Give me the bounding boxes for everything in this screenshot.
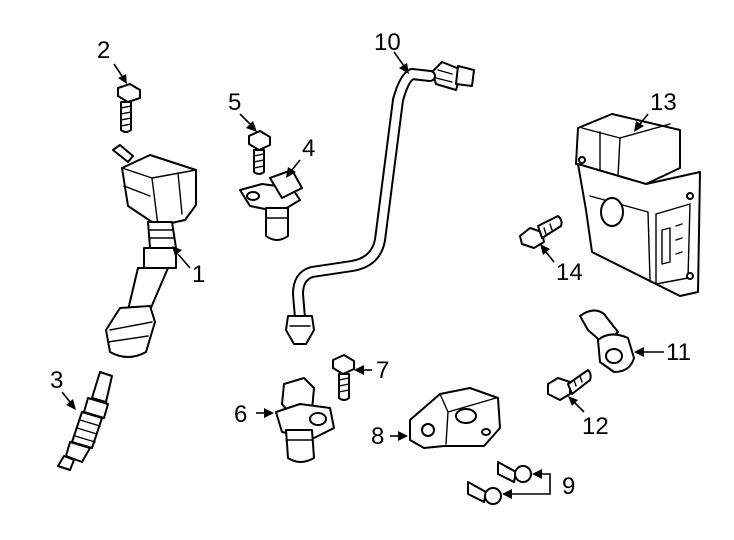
part-7-bolt [332, 354, 355, 401]
part-3-spark-plug [57, 371, 113, 471]
callout-8: 8 [371, 423, 384, 450]
callout-2: 2 [97, 37, 110, 64]
part-2-bolt [117, 83, 141, 133]
part-6-sensor [275, 377, 335, 463]
callout-7: 7 [376, 357, 389, 384]
callout-11: 11 [666, 339, 691, 366]
part-12-bolt [547, 369, 592, 401]
part-14-bolt [519, 215, 563, 249]
part-10-harness [285, 61, 475, 345]
callout-5: 5 [228, 89, 241, 116]
callout-3: 3 [50, 367, 63, 394]
callout-4: 4 [302, 135, 315, 162]
part-1-ignition-coil [105, 144, 197, 358]
leader-lines [61, 51, 664, 499]
callout-12: 12 [582, 413, 609, 440]
part-5-bolt [248, 130, 271, 175]
callout-9: 9 [562, 473, 575, 500]
part-13-control-module [575, 113, 701, 297]
callout-13: 13 [650, 89, 677, 116]
part-11-knock-sensor [579, 309, 635, 373]
callout-14: 14 [556, 259, 583, 286]
part-8-bracket [409, 387, 501, 449]
callout-6: 6 [234, 401, 247, 428]
part-9-bolts [467, 461, 532, 505]
part-4-sensor [239, 169, 303, 241]
callout-10: 10 [374, 29, 401, 56]
callout-labels: 1 2 3 4 5 6 7 8 9 10 11 12 13 14 [50, 29, 691, 500]
callout-1: 1 [192, 261, 205, 288]
